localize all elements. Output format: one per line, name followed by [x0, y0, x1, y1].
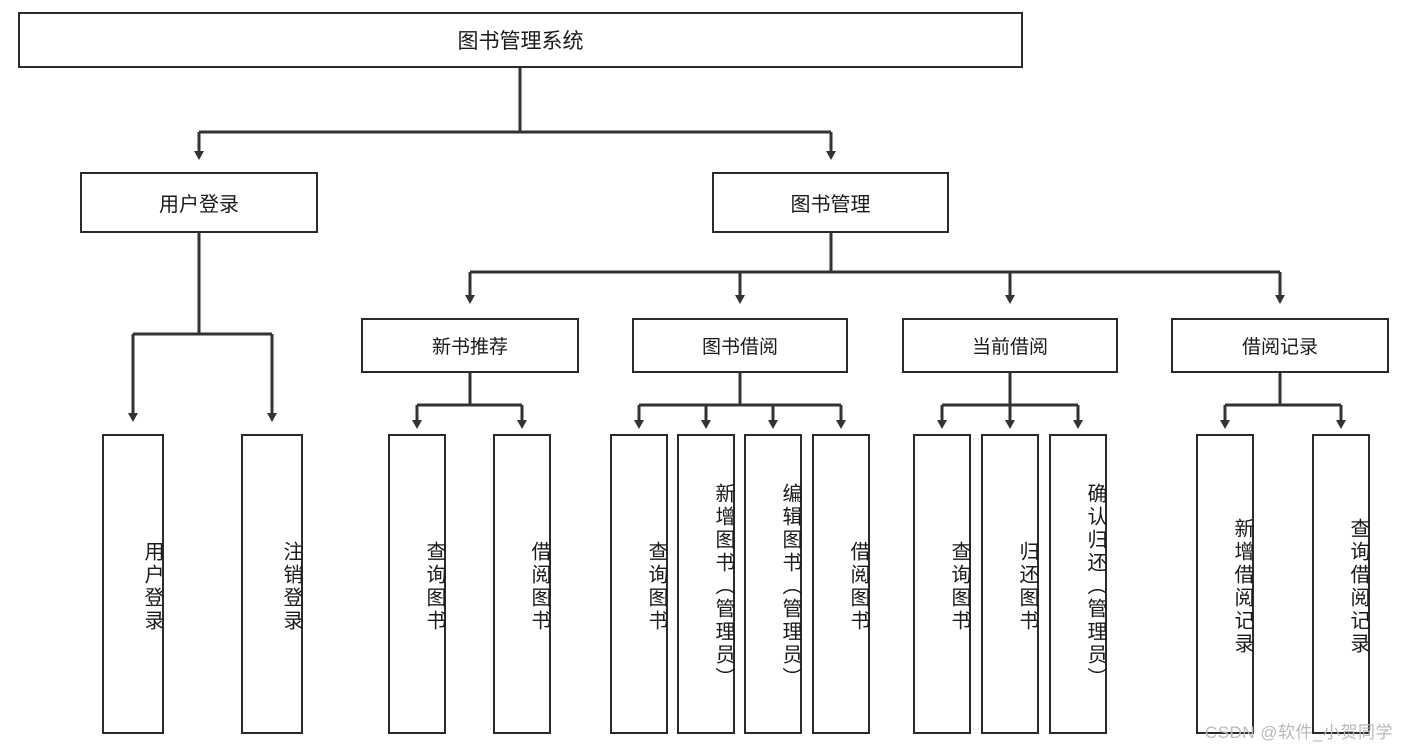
- node-label: 注销登录: [280, 541, 302, 633]
- watermark-text: CSDN @软件_小贺同学: [1204, 723, 1393, 742]
- node-label: 新增借阅记录: [1231, 518, 1253, 656]
- node-label: 图书管理系统: [457, 30, 584, 53]
- node-label: 借阅记录: [1241, 337, 1318, 358]
- node-label: 查询图书: [645, 541, 667, 633]
- node-label: 确认归还（管理员）: [1084, 482, 1106, 690]
- node-label: 查询借阅记录: [1347, 518, 1369, 656]
- node-leaf-add-borrow-record[interactable]: 新增借阅记录: [1196, 434, 1254, 734]
- node-leaf-borrow-book-recommend[interactable]: 借阅图书: [493, 434, 551, 734]
- node-label: 借阅图书: [847, 541, 869, 633]
- node-label: 查询图书: [423, 541, 445, 633]
- node-label: 当前借阅: [971, 337, 1048, 358]
- node-label: 用户登录: [141, 541, 163, 633]
- node-leaf-query-book-current[interactable]: 查询图书: [913, 434, 971, 734]
- node-new-book-recommendation[interactable]: 新书推荐: [361, 318, 579, 373]
- node-label: 新书推荐: [431, 337, 508, 358]
- node-label: 查询图书: [948, 541, 970, 633]
- node-label: 归还图书: [1016, 541, 1038, 633]
- node-root-book-management-system[interactable]: 图书管理系统: [18, 12, 1023, 68]
- node-label: 借阅图书: [528, 541, 550, 633]
- node-leaf-borrow-book[interactable]: 借阅图书: [812, 434, 870, 734]
- node-current-borrowing[interactable]: 当前借阅: [902, 318, 1118, 373]
- node-user-login[interactable]: 用户登录: [80, 172, 318, 233]
- node-leaf-edit-book-admin[interactable]: 编辑图书（管理员）: [744, 434, 802, 734]
- node-label: 图书借阅: [701, 337, 778, 358]
- node-leaf-user-login[interactable]: 用户登录: [102, 434, 164, 734]
- node-label: 图书管理: [790, 194, 871, 216]
- node-leaf-add-book-admin[interactable]: 新增图书（管理员）: [677, 434, 735, 734]
- node-borrowing-record[interactable]: 借阅记录: [1171, 318, 1389, 373]
- node-book-borrowing[interactable]: 图书借阅: [632, 318, 848, 373]
- node-label: 新增图书（管理员）: [712, 482, 734, 690]
- node-leaf-return-book[interactable]: 归还图书: [981, 434, 1039, 734]
- node-leaf-query-book-borrow[interactable]: 查询图书: [610, 434, 668, 734]
- node-label: 用户登录: [159, 194, 239, 216]
- node-leaf-logout[interactable]: 注销登录: [241, 434, 303, 734]
- node-book-management[interactable]: 图书管理: [712, 172, 949, 233]
- node-leaf-query-borrow-record[interactable]: 查询借阅记录: [1312, 434, 1370, 734]
- node-leaf-confirm-return-admin[interactable]: 确认归还（管理员）: [1049, 434, 1107, 734]
- node-leaf-query-book-recommend[interactable]: 查询图书: [388, 434, 446, 734]
- node-label: 编辑图书（管理员）: [779, 482, 801, 690]
